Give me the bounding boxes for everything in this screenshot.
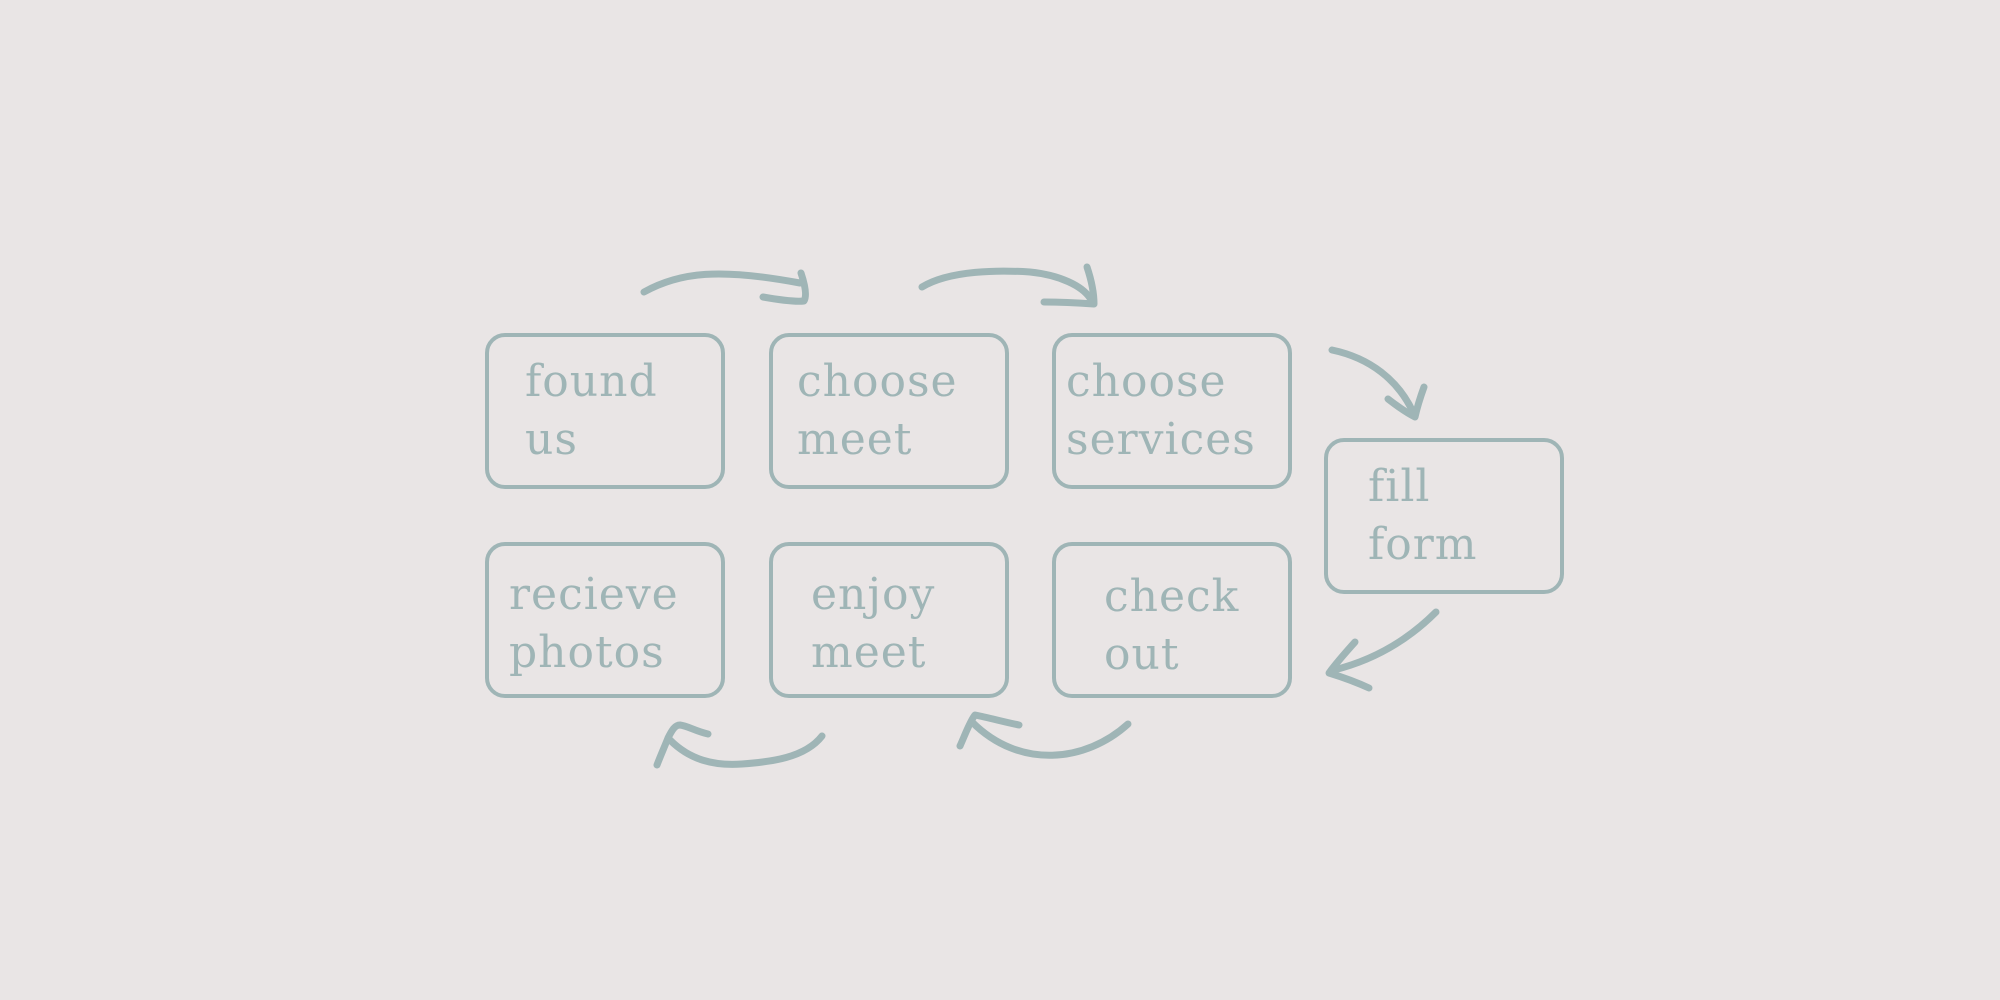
step-choose-meet: choose meet [769, 333, 1009, 489]
step-label-enjoy-meet: enjoy meet [811, 569, 936, 678]
step-label-choose-meet: choose meet [797, 356, 958, 465]
step-label-fill-form: fill form [1368, 461, 1478, 570]
step-label-recieve-photos: recieve photos [509, 569, 679, 678]
arrow-enjoy-meet-to-recieve-photos [653, 721, 826, 769]
arrow-choose-meet-to-choose-services [918, 263, 1098, 308]
arrow-found-us-to-choose-meet [640, 269, 809, 305]
arrow-fill-form-to-check-out [1325, 608, 1440, 692]
step-label-found-us: found us [525, 356, 658, 465]
step-choose-services: choose services [1052, 333, 1292, 489]
step-enjoy-meet: enjoy meet [769, 542, 1009, 698]
step-check-out: check out [1052, 542, 1292, 698]
step-recieve-photos: recieve photos [485, 542, 725, 698]
arrow-choose-services-to-fill-form [1328, 346, 1428, 421]
step-label-choose-services: choose services [1066, 356, 1256, 465]
step-label-check-out: check out [1104, 571, 1240, 680]
arrow-check-out-to-enjoy-meet [956, 711, 1132, 759]
step-found-us: found us [485, 333, 725, 489]
step-fill-form: fill form [1324, 438, 1564, 594]
